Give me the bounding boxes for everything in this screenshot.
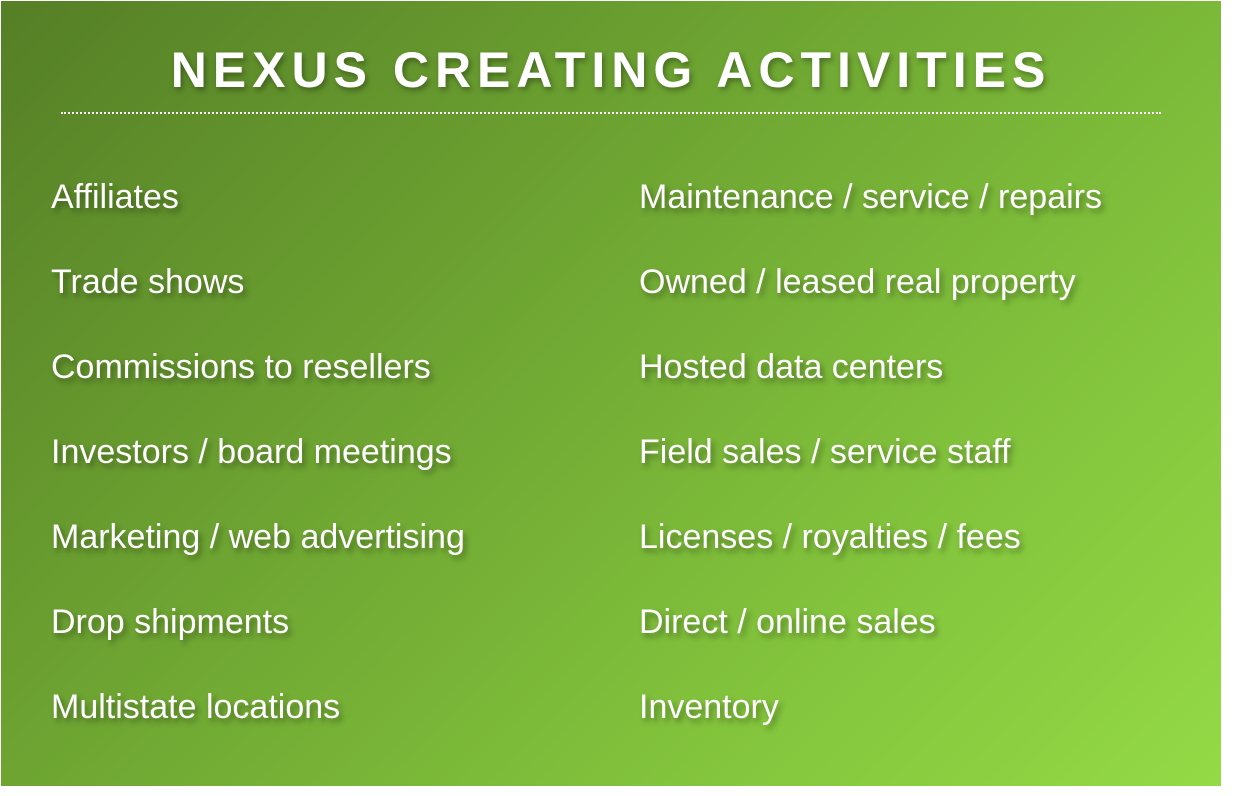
list-item: Direct / online sales [639, 603, 936, 641]
left-activity-list: Affiliates Trade shows Commissions to re… [51, 171, 465, 766]
list-item: Affiliates [51, 178, 179, 216]
list-item: Investors / board meetings [51, 433, 452, 471]
dotted-divider [61, 112, 1161, 114]
slide-panel: NEXUS CREATING ACTIVITIES Affiliates Tra… [1, 1, 1221, 786]
list-item: Marketing / web advertising [51, 518, 465, 556]
list-item: Owned / leased real property [639, 263, 1076, 301]
list-item: Trade shows [51, 263, 245, 301]
list-item: Field sales / service staff [639, 433, 1011, 471]
slide-title: NEXUS CREATING ACTIVITIES [170, 42, 1052, 98]
list-item: Hosted data centers [639, 348, 944, 386]
list-item: Multistate locations [51, 688, 341, 726]
list-item: Licenses / royalties / fees [639, 518, 1021, 556]
right-activity-list: Maintenance / service / repairs Owned / … [639, 171, 1102, 766]
list-item: Maintenance / service / repairs [639, 178, 1102, 216]
list-item: Commissions to resellers [51, 348, 431, 386]
list-item: Drop shipments [51, 603, 290, 641]
list-item: Inventory [639, 688, 779, 726]
